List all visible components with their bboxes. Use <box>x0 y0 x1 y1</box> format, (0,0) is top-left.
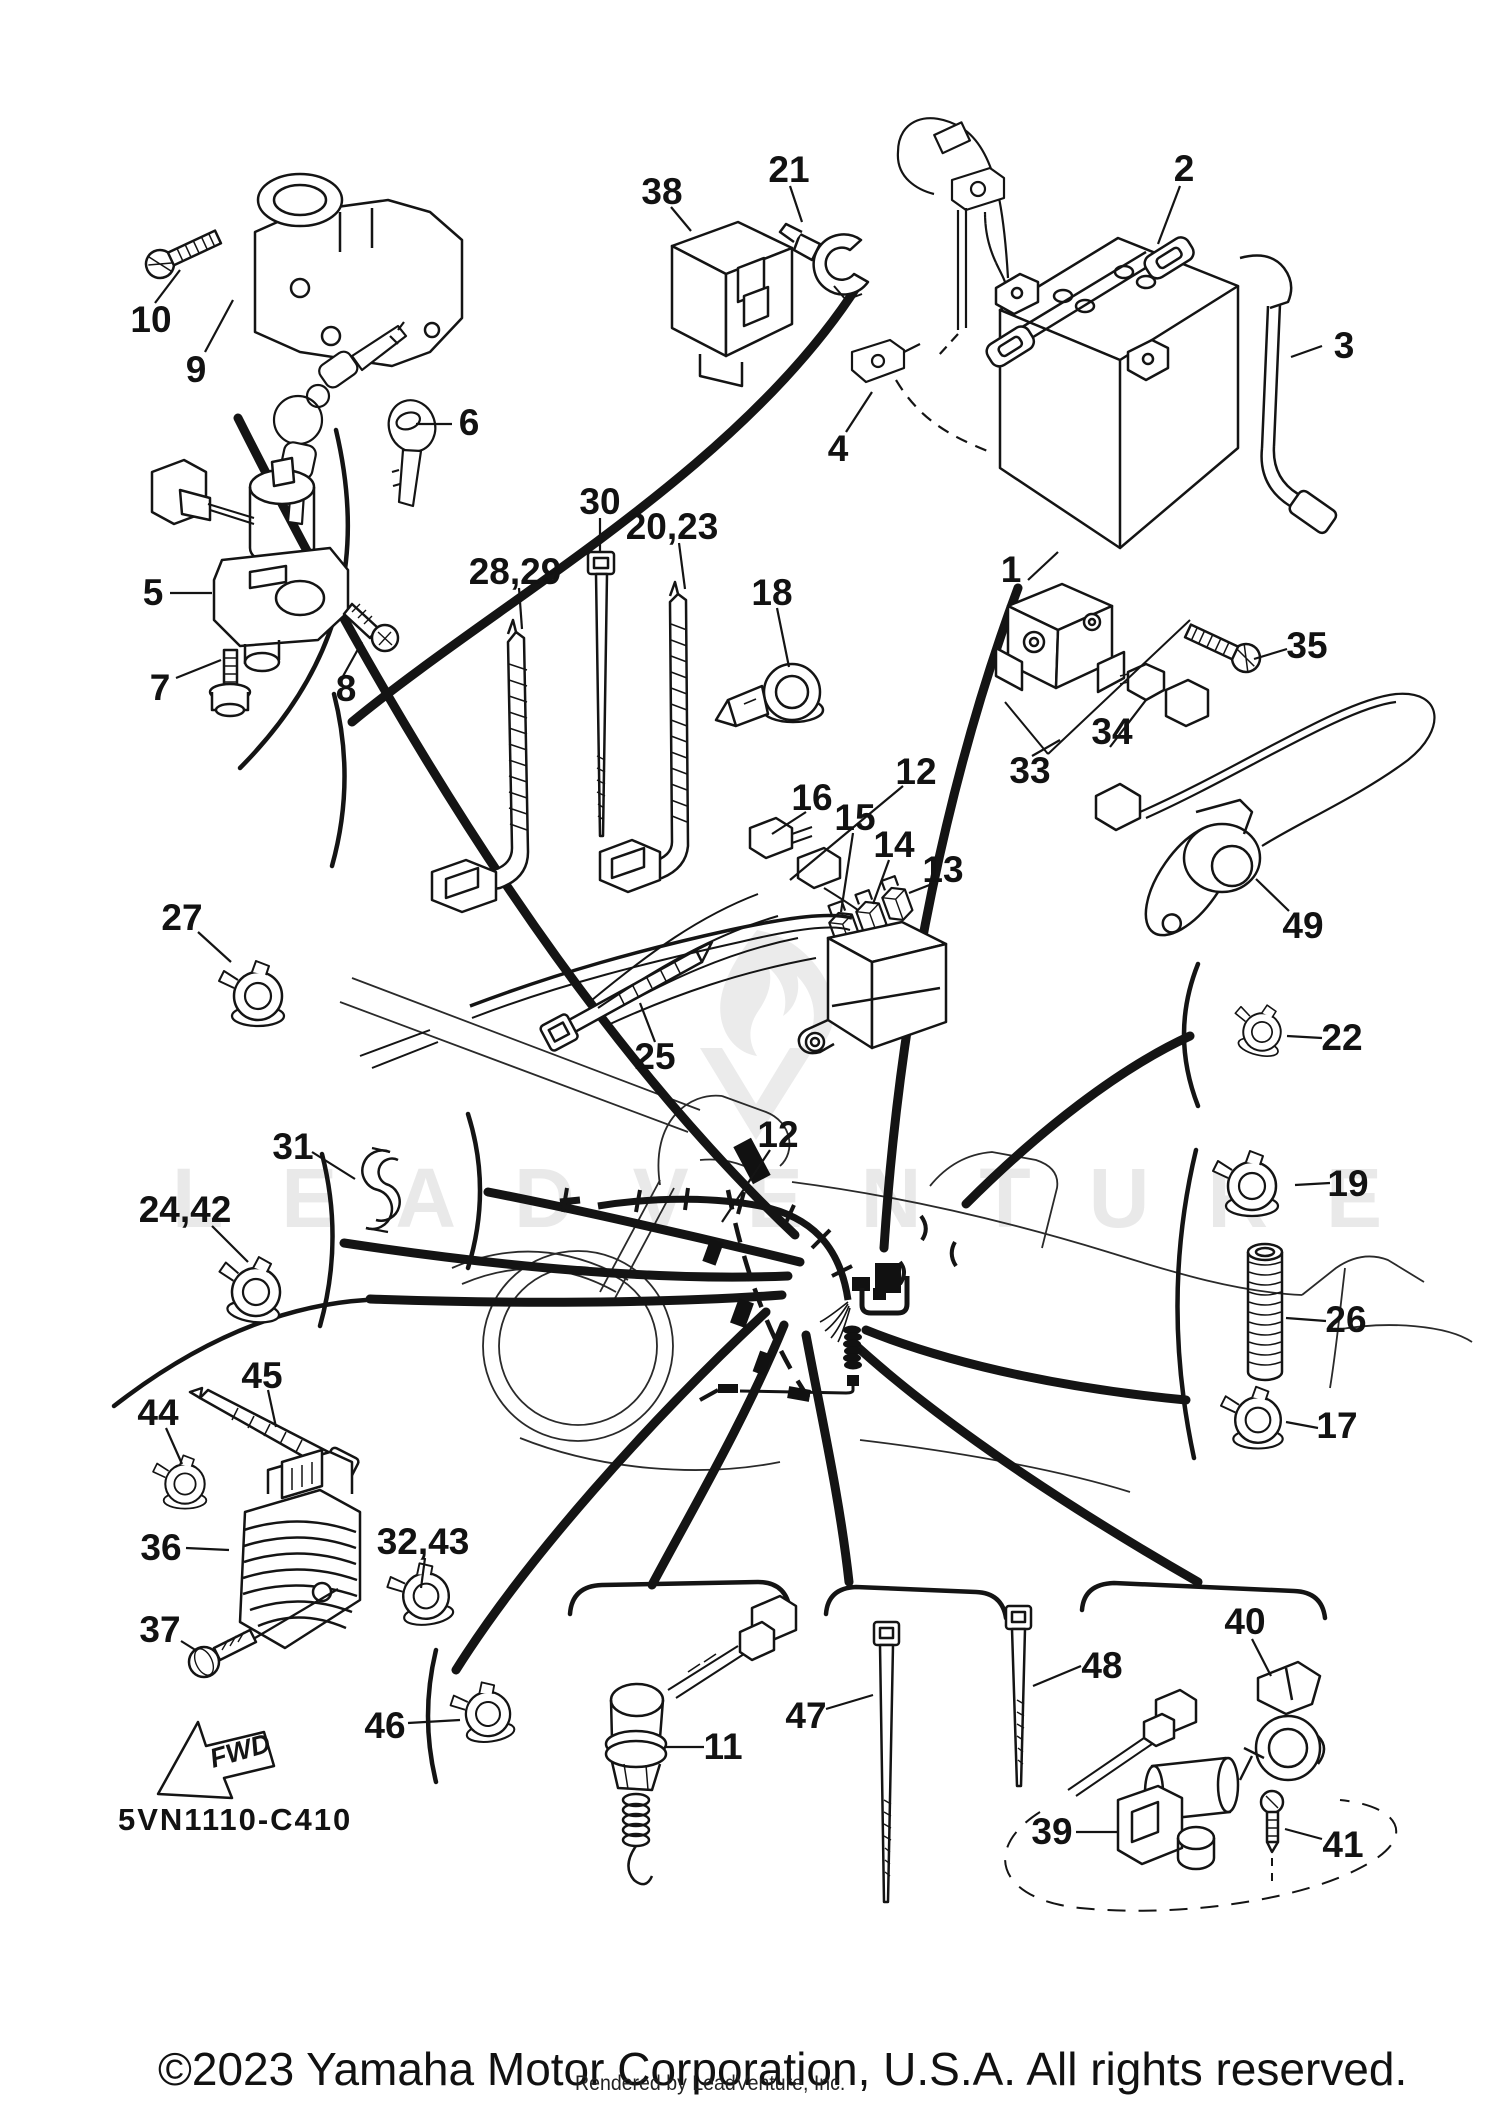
part-label-30: 30 <box>579 481 621 522</box>
part-label-35: 35 <box>1286 625 1328 666</box>
bracket-9 <box>253 172 464 368</box>
cable-tie-48 <box>1004 1604 1033 1788</box>
part-label-6: 6 <box>458 402 480 443</box>
part-label-9: 9 <box>185 349 207 390</box>
part-label-34: 34 <box>1091 711 1133 752</box>
part-label-44: 44 <box>137 1392 179 1433</box>
damper-40 <box>1254 1660 1326 1782</box>
part-label-48: 48 <box>1081 1645 1123 1686</box>
part-label-4: 4 <box>827 428 849 469</box>
screw-41 <box>1259 1789 1285 1886</box>
part-label-32-43: 32,43 <box>376 1521 470 1562</box>
part-label-12: 12 <box>757 1114 799 1155</box>
part-label-7: 7 <box>149 667 171 708</box>
harness-sketch <box>359 893 853 1069</box>
part-label-19: 19 <box>1327 1163 1369 1204</box>
group-brackets <box>111 427 1328 1785</box>
rectifier-36 <box>238 1448 362 1650</box>
part-label-22: 22 <box>1321 1017 1363 1058</box>
part-label-38: 38 <box>641 171 683 212</box>
rendered-by-text: Rendered by LeadVenture, Inc. <box>575 2072 846 2095</box>
switch-49 <box>1094 692 1436 937</box>
part-label-2: 2 <box>1173 148 1195 189</box>
copyright-text: ©2023 Yamaha Motor Corporation, U.S.A. A… <box>158 2043 1408 2095</box>
part-label-27: 27 <box>161 897 203 938</box>
part-label-28-29: 28,29 <box>468 551 562 592</box>
part-label-37: 37 <box>139 1609 181 1650</box>
part-label-18: 18 <box>751 572 793 613</box>
stud-26 <box>1246 1242 1284 1382</box>
solenoid-39 <box>1004 1688 1398 1912</box>
battery-wires-4 <box>850 117 1010 454</box>
part-label-36: 36 <box>140 1527 182 1568</box>
relay-38 <box>670 220 794 388</box>
part-label-31: 31 <box>272 1126 314 1167</box>
clamp-21 <box>778 222 870 301</box>
part-label-24-42: 24,42 <box>138 1189 232 1230</box>
battery-vent-tube-3 <box>1239 254 1338 535</box>
switch-11 <box>604 1594 798 1886</box>
clip-31 <box>361 1146 401 1234</box>
bolt-37 <box>187 1628 258 1679</box>
label-leader-lines <box>154 185 1331 1841</box>
part-label-25: 25 <box>634 1036 676 1077</box>
part-drawings: FWD <box>140 117 1436 1912</box>
part-label-1: 1 <box>1000 549 1022 590</box>
relay-unit-center <box>797 920 948 1055</box>
part-label-12: 12 <box>895 751 937 792</box>
part-label-16: 16 <box>791 777 833 818</box>
part-label-40: 40 <box>1224 1601 1266 1642</box>
cable-tie-25 <box>539 940 714 1052</box>
fwd-arrow: FWD <box>156 1720 276 1800</box>
part-label-41: 41 <box>1322 1824 1364 1865</box>
part-label-20-23: 20,23 <box>625 506 719 547</box>
part-label-45: 45 <box>241 1355 283 1396</box>
part-label-46: 46 <box>364 1705 406 1746</box>
part-label-3: 3 <box>1333 325 1355 366</box>
part-label-5: 5 <box>142 572 164 613</box>
part-label-8: 8 <box>335 668 357 709</box>
cable-tie-47 <box>872 1620 901 1904</box>
starter-relay-33-34 <box>994 582 1210 755</box>
part-label-47: 47 <box>785 1695 827 1736</box>
cable-tie-30 <box>586 550 616 838</box>
bolt-7 <box>208 648 252 718</box>
keys-6 <box>272 321 437 526</box>
part-label-15: 15 <box>834 797 876 838</box>
part-label-21: 21 <box>768 149 810 190</box>
screw-8 <box>342 602 400 653</box>
part-label-17: 17 <box>1316 1405 1358 1446</box>
battery-band-2 <box>985 236 1195 368</box>
diagram-code: 5VN1110-C410 <box>118 1802 353 1837</box>
harness-center <box>559 1137 958 1402</box>
part-label-14: 14 <box>873 824 915 865</box>
part-label-10: 10 <box>130 299 172 340</box>
cable-tie-28-29 <box>430 618 530 914</box>
part-label-13: 13 <box>922 849 964 890</box>
part-label-39: 39 <box>1031 1811 1073 1852</box>
part-label-49: 49 <box>1282 905 1324 946</box>
part-label-33: 33 <box>1009 750 1051 791</box>
part-label-11: 11 <box>703 1726 743 1767</box>
ignition-switch-5 <box>150 456 350 673</box>
cable-tie-20-23 <box>598 580 690 894</box>
clamp-18 <box>714 662 825 728</box>
part-label-26: 26 <box>1325 1299 1367 1340</box>
